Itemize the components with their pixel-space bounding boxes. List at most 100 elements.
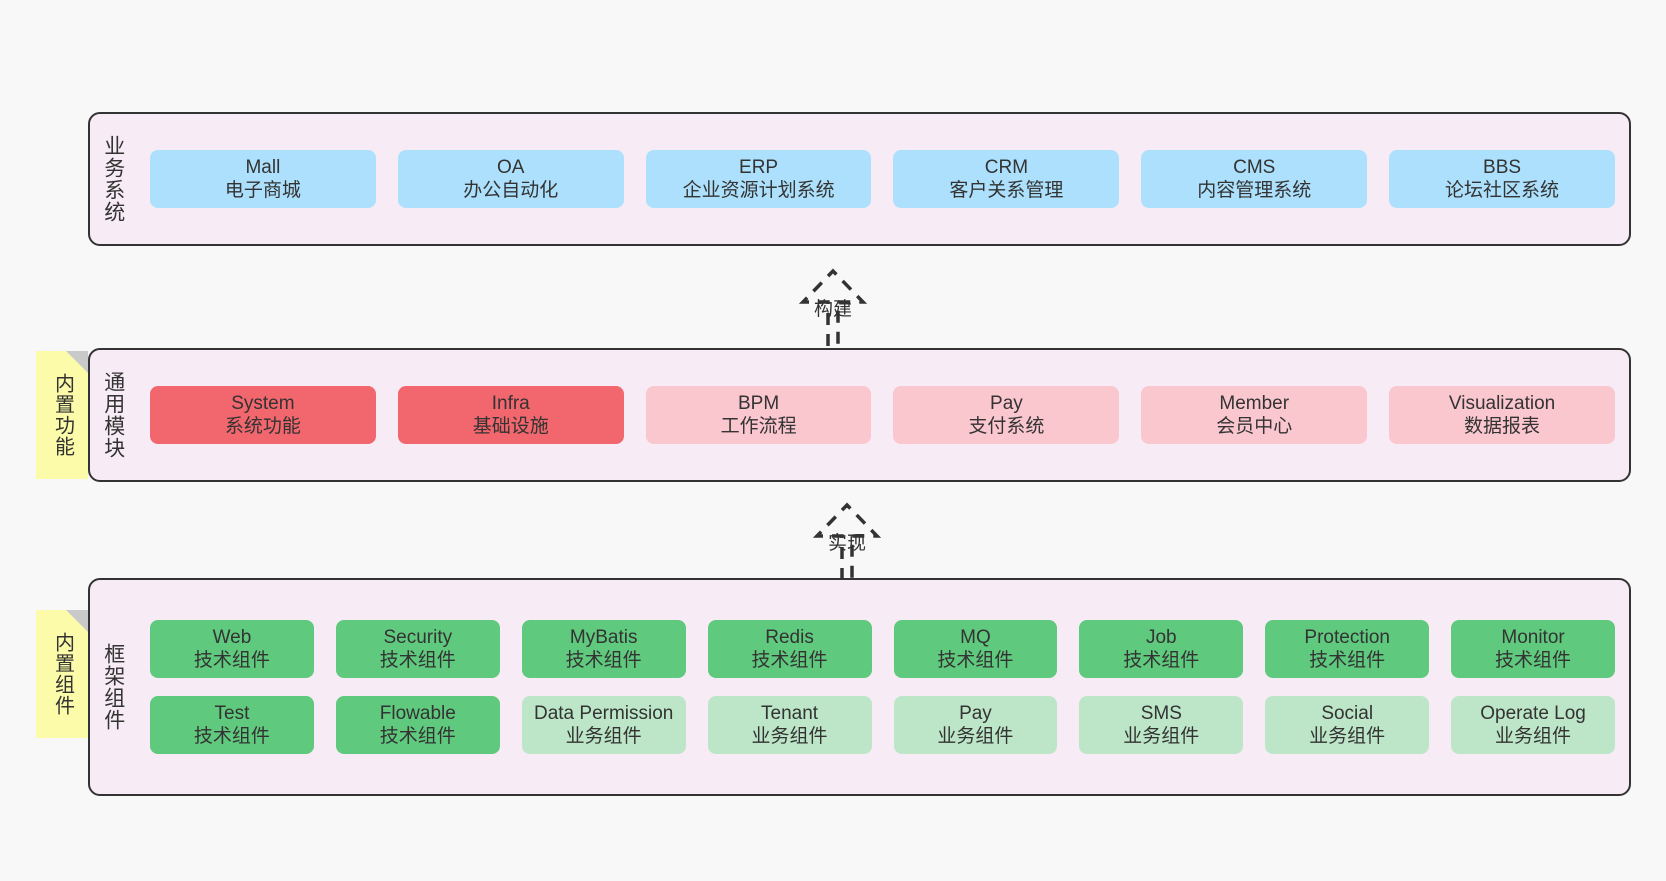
card-title: Tenant (761, 703, 819, 724)
card-job[interactable]: Job 技术组件 (1079, 619, 1244, 678)
card-operate-log[interactable]: Operate Log 业务组件 (1451, 696, 1615, 755)
card-subtitle: 技术组件 (379, 726, 456, 748)
card-title: Operate Log (1480, 703, 1586, 724)
card-data-permission[interactable]: Data Permission 业务组件 (521, 696, 686, 755)
card-mq[interactable]: MQ 技术组件 (893, 619, 1058, 678)
connector-implement: 实现 (772, 490, 922, 582)
card-bpm[interactable]: BPM 工作流程 (645, 385, 872, 445)
card-title: ERP (739, 156, 779, 178)
card-subtitle: 内容管理系统 (1197, 180, 1312, 201)
card-crm[interactable]: CRM 客户关系管理 (893, 149, 1120, 209)
card-title: Flowable (379, 703, 456, 724)
card-pay-business[interactable]: Pay 业务组件 (893, 696, 1058, 755)
card-subtitle: 技术组件 (937, 649, 1014, 671)
card-subtitle: 企业资源计划系统 (682, 180, 835, 201)
layer-title-framework-components: 框架组件 (101, 643, 125, 731)
card-title: OA (497, 156, 525, 178)
card-title: Job (1145, 626, 1177, 648)
layer-business-systems: 业务系统 Mall 电子商城 OA 办公自动化 ERP 企业资源计划系统 CRM… (88, 112, 1631, 246)
card-row: Mall 电子商城 OA 办公自动化 ERP 企业资源计划系统 CRM 客户关系… (150, 149, 1615, 209)
card-subtitle: 会员中心 (1216, 416, 1293, 437)
card-subtitle: 支付系统 (968, 416, 1045, 437)
folded-corner-icon (66, 351, 88, 373)
card-subtitle: 业务组件 (1309, 726, 1386, 748)
card-title: SMS (1140, 703, 1182, 724)
card-title: Member (1219, 392, 1290, 414)
card-redis[interactable]: Redis 技术组件 (707, 619, 872, 678)
sticky-note-builtin-component: 内置组件 (36, 610, 88, 738)
card-row: System 系统功能 Infra 基础设施 BPM 工作流程 Pay 支付系统… (150, 385, 1615, 445)
card-title: Security (383, 626, 453, 648)
card-sms[interactable]: SMS 业务组件 (1079, 696, 1244, 755)
card-subtitle: 技术组件 (565, 649, 642, 671)
card-cms[interactable]: CMS 内容管理系统 (1141, 149, 1368, 209)
card-subtitle: 技术组件 (193, 726, 270, 748)
sticky-note-label: 内置功能 (51, 373, 74, 457)
card-subtitle: 技术组件 (1495, 649, 1572, 671)
card-title: CMS (1233, 156, 1276, 178)
card-mall[interactable]: Mall 电子商城 (150, 149, 376, 209)
card-infra[interactable]: Infra 基础设施 (397, 385, 624, 445)
card-pay[interactable]: Pay 支付系统 (893, 385, 1120, 445)
connector-build: 构建 (758, 258, 908, 348)
card-title: CRM (984, 156, 1029, 178)
layer-title-common-modules: 通用模块 (101, 371, 125, 459)
card-visualization[interactable]: Visualization 数据报表 (1389, 385, 1615, 445)
sticky-note-label: 内置组件 (51, 632, 74, 716)
card-subtitle: 业务组件 (565, 726, 642, 748)
card-system[interactable]: System 系统功能 (150, 385, 376, 445)
layer-body-framework-components: Web 技术组件 Security 技术组件 MyBatis 技术组件 Redi… (136, 580, 1629, 794)
sticky-note-builtin-feature: 内置功能 (36, 351, 88, 479)
card-title: Visualization (1448, 392, 1556, 414)
card-oa[interactable]: OA 办公自动化 (397, 149, 624, 209)
card-title: Web (212, 626, 252, 648)
card-title: MQ (960, 626, 991, 648)
card-title: Monitor (1501, 626, 1565, 648)
card-subtitle: 技术组件 (193, 649, 270, 671)
card-subtitle: 客户关系管理 (949, 180, 1064, 201)
card-subtitle: 电子商城 (224, 180, 301, 201)
card-subtitle: 数据报表 (1464, 416, 1541, 437)
card-subtitle: 办公自动化 (463, 180, 559, 201)
card-subtitle: 基础设施 (472, 416, 549, 437)
layer-framework-components: 框架组件 Web 技术组件 Security 技术组件 MyBatis 技术组件… (88, 578, 1631, 796)
card-subtitle: 业务组件 (937, 726, 1014, 748)
card-subtitle: 系统功能 (224, 416, 301, 437)
card-subtitle: 论坛社区系统 (1445, 180, 1560, 201)
card-monitor[interactable]: Monitor 技术组件 (1451, 619, 1615, 678)
card-title: Social (1321, 703, 1374, 724)
card-security[interactable]: Security 技术组件 (335, 619, 500, 678)
card-web[interactable]: Web 技术组件 (150, 619, 314, 678)
card-bbs[interactable]: BBS 论坛社区系统 (1389, 149, 1615, 209)
card-title: BPM (737, 392, 780, 414)
layer-body-common-modules: System 系统功能 Infra 基础设施 BPM 工作流程 Pay 支付系统… (136, 350, 1629, 480)
card-flowable[interactable]: Flowable 技术组件 (335, 696, 500, 755)
card-subtitle: 业务组件 (1123, 726, 1200, 748)
build-arrow-icon (798, 268, 868, 346)
connector-implement-label: 实现 (827, 533, 866, 554)
card-subtitle: 技术组件 (379, 649, 456, 671)
layer-body-business-systems: Mall 电子商城 OA 办公自动化 ERP 企业资源计划系统 CRM 客户关系… (136, 114, 1629, 244)
card-tenant[interactable]: Tenant 业务组件 (707, 696, 872, 755)
layer-common-modules: 通用模块 System 系统功能 Infra 基础设施 BPM 工作流程 Pay… (88, 348, 1631, 482)
card-member[interactable]: Member 会员中心 (1141, 385, 1368, 445)
card-test[interactable]: Test 技术组件 (150, 696, 314, 755)
card-title: MyBatis (569, 626, 638, 648)
card-protection[interactable]: Protection 技术组件 (1265, 619, 1430, 678)
card-subtitle: 工作流程 (720, 416, 797, 437)
card-social[interactable]: Social 业务组件 (1265, 696, 1430, 755)
card-title: BBS (1483, 156, 1522, 178)
card-title: Data Permission (533, 703, 674, 724)
layer-title-business-systems: 业务系统 (101, 135, 125, 223)
card-erp[interactable]: ERP 企业资源计划系统 (645, 149, 872, 209)
card-subtitle: 业务组件 (751, 726, 828, 748)
card-subtitle: 业务组件 (1495, 726, 1572, 748)
card-title: Mall (245, 156, 281, 178)
implement-arrow-icon (812, 502, 882, 580)
connector-build-label: 构建 (813, 299, 852, 320)
card-mybatis[interactable]: MyBatis 技术组件 (521, 619, 686, 678)
card-subtitle: 技术组件 (1309, 649, 1386, 671)
card-title: Redis (765, 626, 814, 648)
card-title: Pay (990, 392, 1023, 414)
